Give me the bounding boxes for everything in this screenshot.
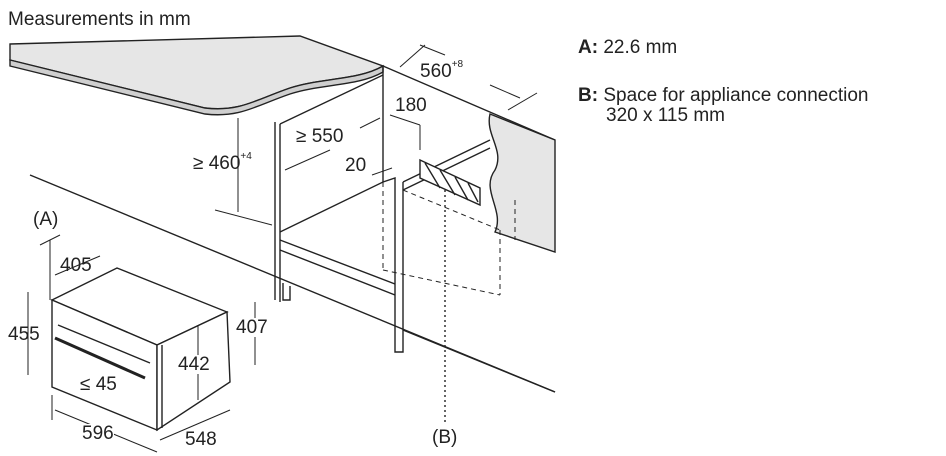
dim-width: 596 — [82, 423, 114, 444]
legend-text: Space for appliance connection — [603, 85, 869, 106]
hidden-lines — [382, 182, 516, 296]
shelf-back-line — [279, 181, 384, 233]
callout-a: (A) — [33, 209, 59, 230]
dim-front-height: 455 — [8, 324, 40, 345]
dim-niche-height: ≥ 460+4 — [193, 151, 252, 174]
dim-body-height: 442 — [178, 354, 210, 375]
hatch — [439, 169, 456, 196]
dim-niche-width: 560+8 — [420, 59, 464, 82]
shelf-front-line — [279, 239, 396, 285]
right-panel-top — [402, 139, 491, 183]
dim-value: 560 — [420, 61, 452, 82]
plinth-line — [402, 329, 556, 393]
dim-panel-gap: 20 — [345, 155, 367, 176]
dim-depth: 548 — [185, 429, 217, 450]
dim-niche-depth: ≥ 550 — [296, 126, 344, 147]
cabinet-top-edge — [279, 74, 384, 125]
hatch — [424, 162, 441, 189]
legend-key: A: — [578, 37, 599, 58]
right-countertop — [488, 113, 556, 253]
dim-tolerance: +4 — [240, 151, 252, 162]
dim-handle-depth: ≤ 45 — [80, 374, 117, 395]
dim-rear-height: 407 — [236, 317, 268, 338]
wall-top-line — [382, 65, 556, 141]
niche-dimension-lines — [214, 44, 538, 226]
right-panel-top-2 — [402, 147, 491, 191]
measurements-title: Measurements in mm — [8, 9, 191, 30]
hatch — [467, 182, 479, 203]
oven — [50, 267, 231, 432]
dim-value: ≥ 460 — [193, 153, 241, 174]
hatch — [454, 176, 469, 201]
callout-b: (B) — [432, 427, 458, 448]
legend-text: 22.6 mm — [603, 37, 678, 58]
legend-text-2: 320 x 115 mm — [606, 105, 725, 126]
legend-key: B: — [578, 85, 599, 106]
legend-a: A: 22.6 mm — [578, 38, 677, 58]
right-side-panel — [382, 177, 404, 353]
cabinet-foot — [282, 283, 291, 301]
left-countertop — [9, 35, 385, 110]
shelf-front-line-2 — [279, 249, 396, 296]
dim-cutout-depth: 180 — [395, 95, 427, 116]
dim-door-depth: 405 — [60, 255, 92, 276]
dim-tolerance: +8 — [451, 59, 464, 70]
